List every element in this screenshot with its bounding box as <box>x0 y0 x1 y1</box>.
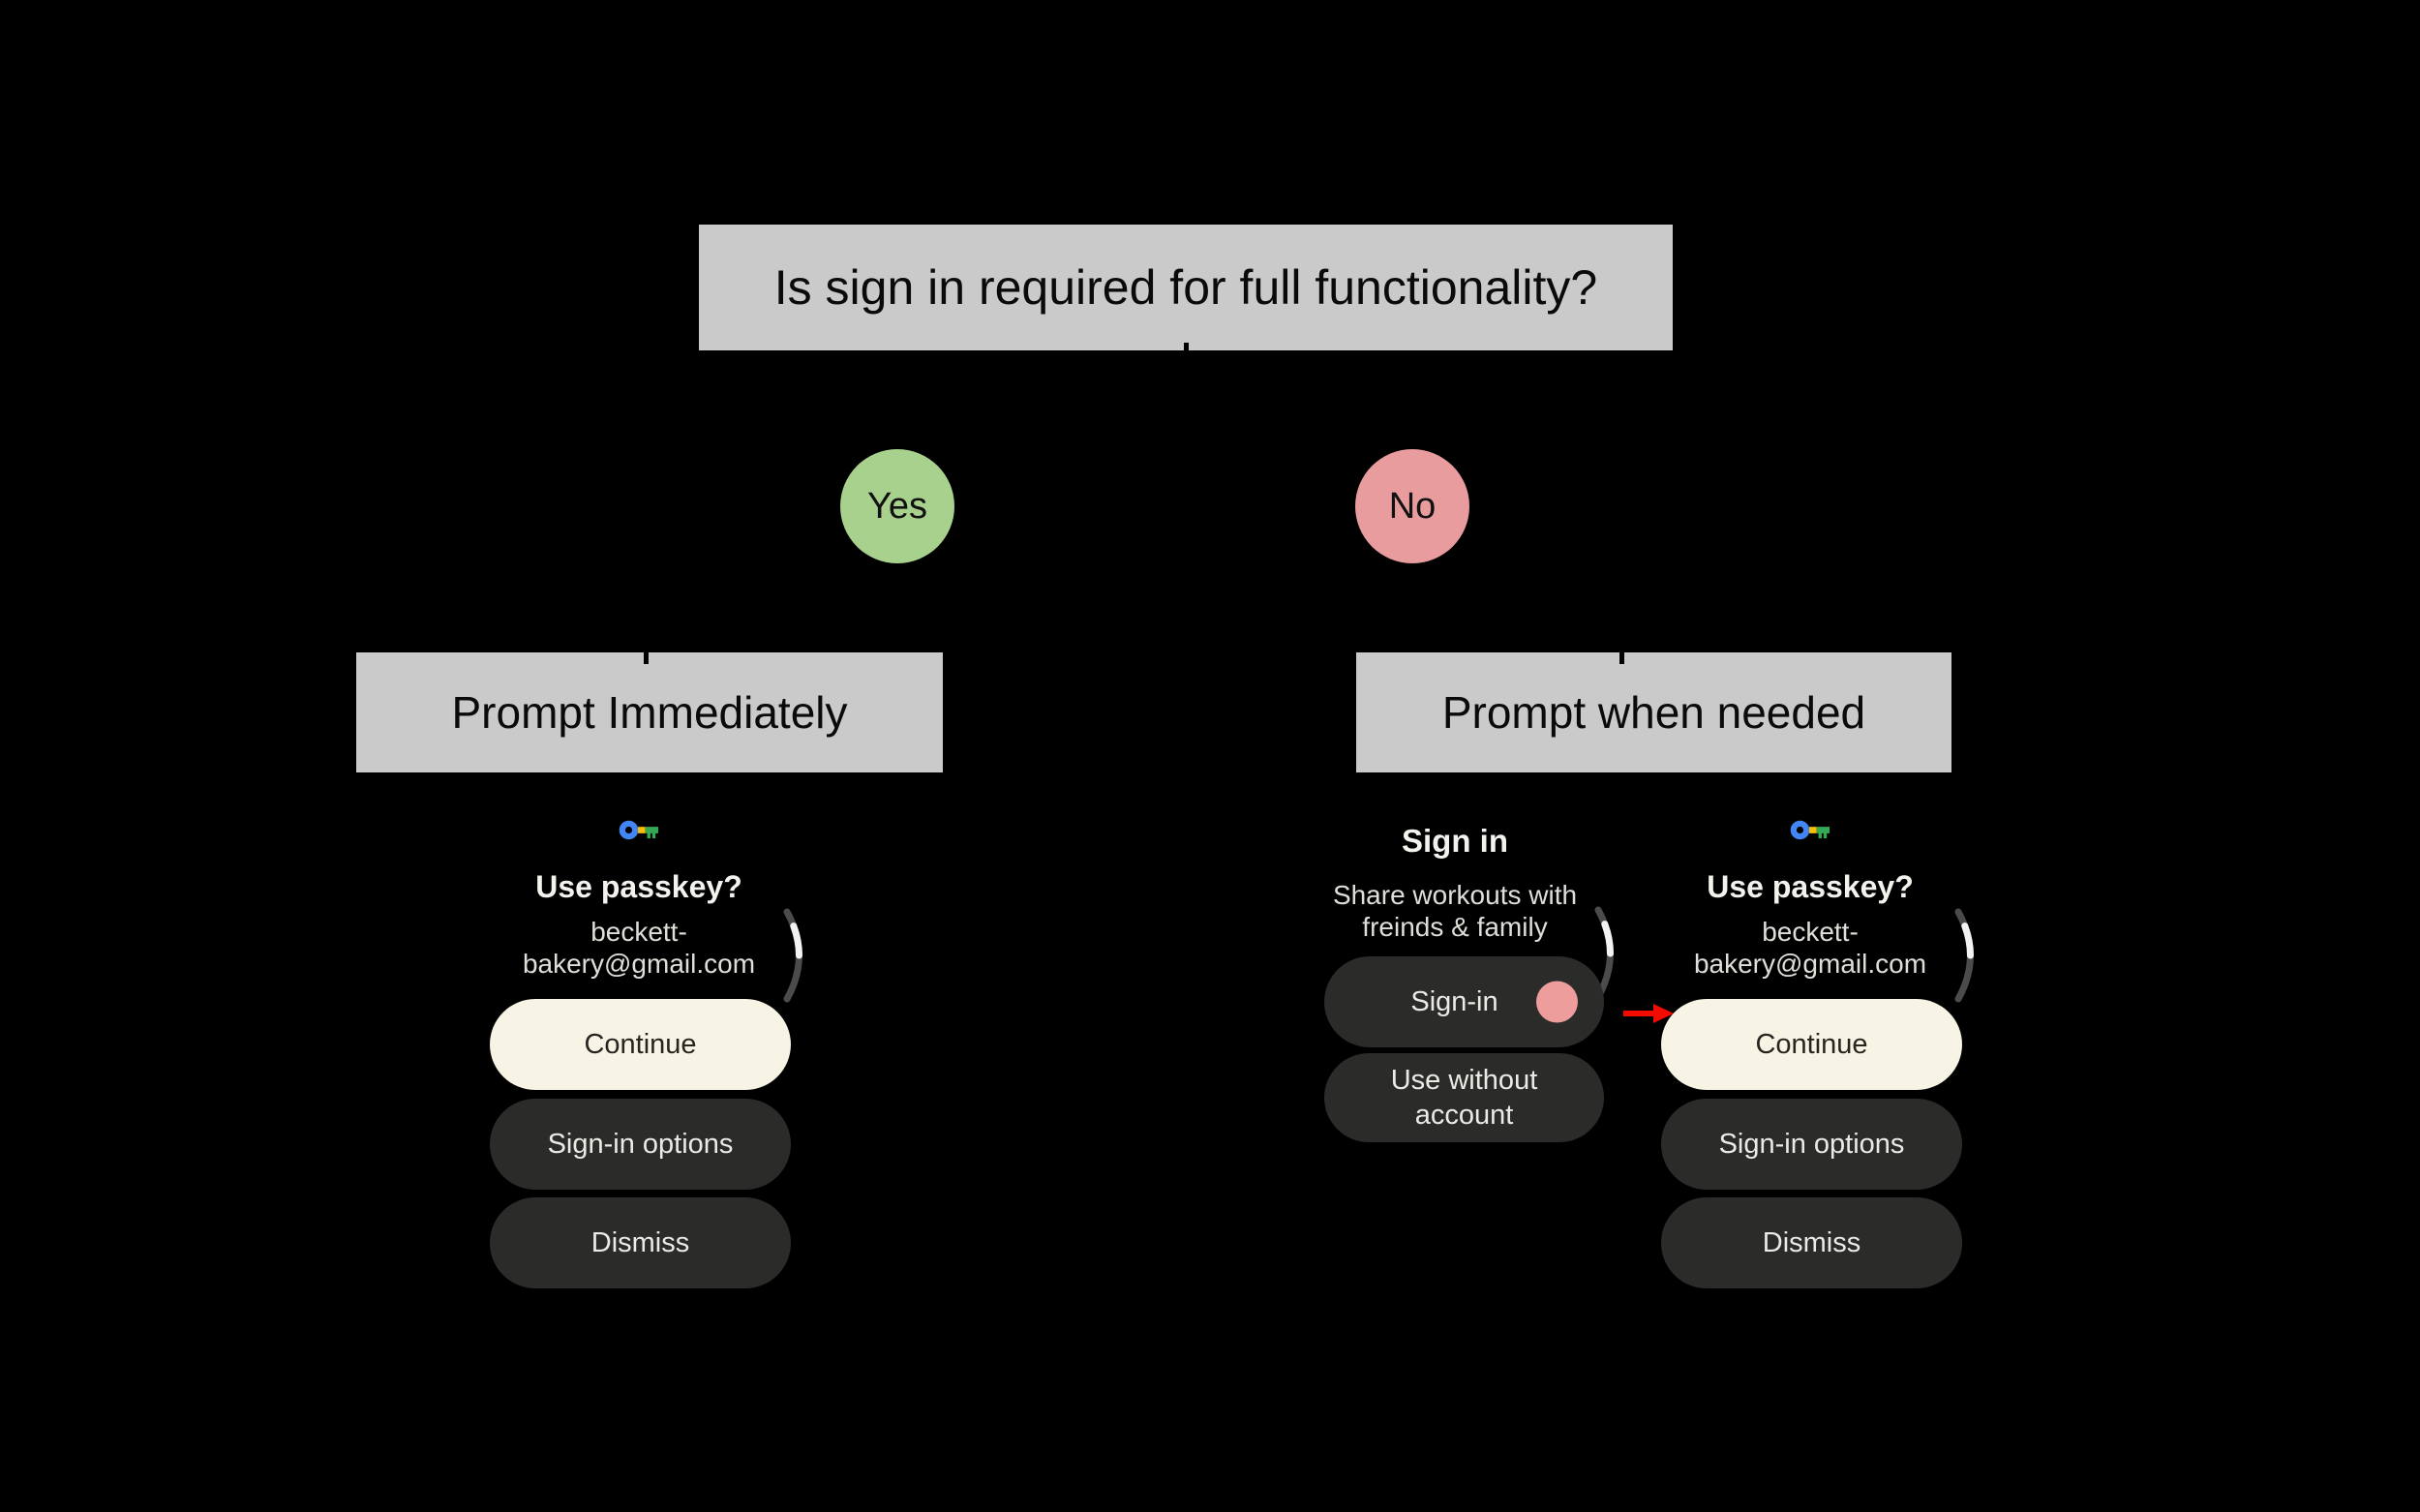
use-without-label-line: Use without <box>1390 1065 1538 1096</box>
dismiss-button[interactable]: Dismiss <box>490 1197 791 1288</box>
question-label: Is sign in required for full functionali… <box>773 260 1598 315</box>
passkey-dialog-screen: Use passkey? beckett- bakery@gmail.com C… <box>455 811 823 1305</box>
yes-label: Yes <box>867 485 927 527</box>
signin-subtitle: Share workouts with freinds & family <box>1300 879 1610 943</box>
dismiss-label: Dismiss <box>590 1226 690 1258</box>
use-without-label-line: account <box>1414 1100 1514 1131</box>
outcome-prompt-immediately: Prompt Immediately <box>356 652 943 772</box>
email-line: beckett- <box>590 917 687 947</box>
subtitle-line: Share workouts with <box>1332 880 1578 910</box>
connector-stub <box>644 647 649 664</box>
account-email: beckett- bakery@gmail.com <box>455 916 823 980</box>
yes-node: Yes <box>840 449 954 563</box>
email-line: beckett- <box>1762 917 1859 947</box>
options-label: Sign-in options <box>547 1128 734 1160</box>
continue-button[interactable]: Continue <box>1661 999 1962 1090</box>
outcome-prompt-when-needed: Prompt when needed <box>1356 652 1951 772</box>
connector-stub <box>1619 647 1624 664</box>
passkey-dialog-screen: Use passkey? beckett- bakery@gmail.com C… <box>1626 811 1994 1305</box>
email-line: bakery@gmail.com <box>522 949 756 979</box>
use-without-account-button[interactable]: Use without account <box>1324 1053 1604 1142</box>
sign-in-button[interactable]: Sign-in <box>1324 956 1604 1047</box>
continue-label: Continue <box>584 1028 697 1060</box>
continue-label: Continue <box>1755 1028 1868 1060</box>
sign-in-options-button[interactable]: Sign-in options <box>490 1099 791 1190</box>
question-box: Is sign in required for full functionali… <box>699 225 1673 350</box>
dialog-title: Use passkey? <box>535 869 742 904</box>
continue-button[interactable]: Continue <box>490 999 791 1090</box>
outcome-label: Prompt Immediately <box>451 687 848 738</box>
sign-in-label: Sign-in <box>1410 985 1498 1017</box>
email-line: bakery@gmail.com <box>1693 949 1927 979</box>
scroll-indicator <box>1594 906 1614 1001</box>
no-label: No <box>1388 485 1437 527</box>
signin-title: Sign in <box>1402 823 1508 859</box>
no-node: No <box>1355 449 1469 563</box>
signin-prompt-screen: Sign in Share workouts with freinds & fa… <box>1312 811 1621 1169</box>
passkey-key-icon <box>1790 820 1830 840</box>
passkey-key-icon <box>619 820 659 840</box>
red-arrow-to-continue-icon <box>1623 1004 1674 1023</box>
connector-stub <box>1184 343 1189 364</box>
dismiss-label: Dismiss <box>1762 1226 1861 1258</box>
scroll-indicator <box>1954 908 1974 1003</box>
account-email: beckett- bakery@gmail.com <box>1626 916 1994 980</box>
outcome-label: Prompt when needed <box>1441 687 1866 738</box>
pink-tap-circle-icon <box>1536 981 1578 1023</box>
sign-in-options-button[interactable]: Sign-in options <box>1661 1099 1962 1190</box>
dismiss-button[interactable]: Dismiss <box>1661 1197 1962 1288</box>
dialog-title: Use passkey? <box>1707 869 1914 904</box>
scroll-indicator <box>783 908 802 1003</box>
subtitle-line: freinds & family <box>1362 912 1548 942</box>
options-label: Sign-in options <box>1718 1128 1905 1160</box>
